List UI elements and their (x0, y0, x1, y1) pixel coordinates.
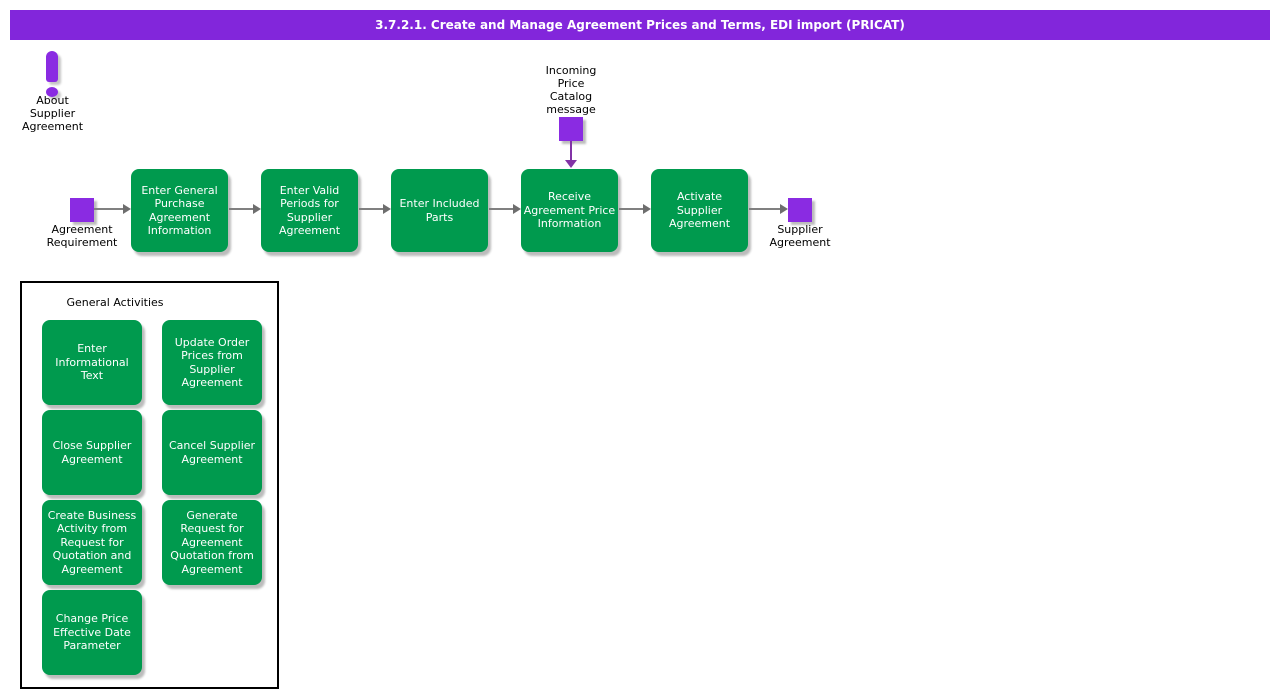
activity-6-label: Generate Request for Agreement Quotation… (170, 508, 254, 576)
incoming-message-square-icon[interactable] (559, 117, 583, 141)
flow-arrow-2 (229, 204, 261, 214)
about-supplier-agreement-label: About Supplier Agreement (21, 94, 84, 133)
flow-step-1[interactable]: Enter General Purchase Agreement Informa… (131, 169, 228, 252)
incoming-message-arrow-head (565, 160, 577, 168)
general-activities-panel: General Activities Enter Informational T… (20, 281, 279, 689)
end-event-label: Supplier Agreement (769, 223, 831, 249)
flow-arrow-5 (619, 204, 651, 214)
flow-step-1-label: Enter General Purchase Agreement Informa… (141, 183, 218, 238)
activity-4-label: Cancel Supplier Agreement (168, 439, 256, 466)
activity-7[interactable]: Change Price Effective Date Parameter (42, 590, 142, 675)
diagram-title-bar: 3.7.2.1. Create and Manage Agreement Pri… (10, 10, 1270, 40)
activity-6[interactable]: Generate Request for Agreement Quotation… (162, 500, 262, 585)
incoming-message-label: Incoming Price Catalog message (545, 64, 597, 116)
flow-arrow-4 (489, 204, 521, 214)
flow-arrow-1 (94, 204, 131, 214)
general-activities-title: General Activities (66, 296, 164, 309)
activity-1-label: Enter Informational Text (55, 342, 129, 383)
activity-2-label: Update Order Prices from Supplier Agreem… (174, 335, 250, 390)
exclamation-icon-dot (46, 87, 58, 97)
start-event-square[interactable] (70, 198, 94, 222)
flow-step-4-label: Receive Agreement Price Information (523, 190, 616, 231)
flow-step-5-label: Activate Supplier Agreement (668, 190, 731, 231)
activity-7-label: Change Price Effective Date Parameter (53, 612, 131, 653)
activity-4[interactable]: Cancel Supplier Agreement (162, 410, 262, 495)
activity-5-label: Create Business Activity from Request fo… (47, 508, 137, 576)
flow-step-5[interactable]: Activate Supplier Agreement (651, 169, 748, 252)
activity-3[interactable]: Close Supplier Agreement (42, 410, 142, 495)
activity-3-label: Close Supplier Agreement (52, 439, 132, 466)
flow-arrow-6 (749, 204, 788, 214)
activity-5[interactable]: Create Business Activity from Request fo… (42, 500, 142, 585)
flow-step-3[interactable]: Enter Included Parts (391, 169, 488, 252)
flow-step-4[interactable]: Receive Agreement Price Information (521, 169, 618, 252)
activity-1[interactable]: Enter Informational Text (42, 320, 142, 405)
flow-step-2[interactable]: Enter Valid Periods for Supplier Agreeme… (261, 169, 358, 252)
exclamation-icon[interactable] (46, 51, 58, 82)
end-event-square[interactable] (788, 198, 812, 222)
flow-step-3-label: Enter Included Parts (399, 197, 480, 224)
flow-arrow-3 (359, 204, 391, 214)
incoming-message-arrow-line (570, 141, 572, 160)
flow-step-2-label: Enter Valid Periods for Supplier Agreeme… (278, 183, 341, 238)
start-event-label: Agreement Requirement (46, 223, 118, 249)
activity-2[interactable]: Update Order Prices from Supplier Agreem… (162, 320, 262, 405)
diagram-title: 3.7.2.1. Create and Manage Agreement Pri… (375, 18, 905, 32)
